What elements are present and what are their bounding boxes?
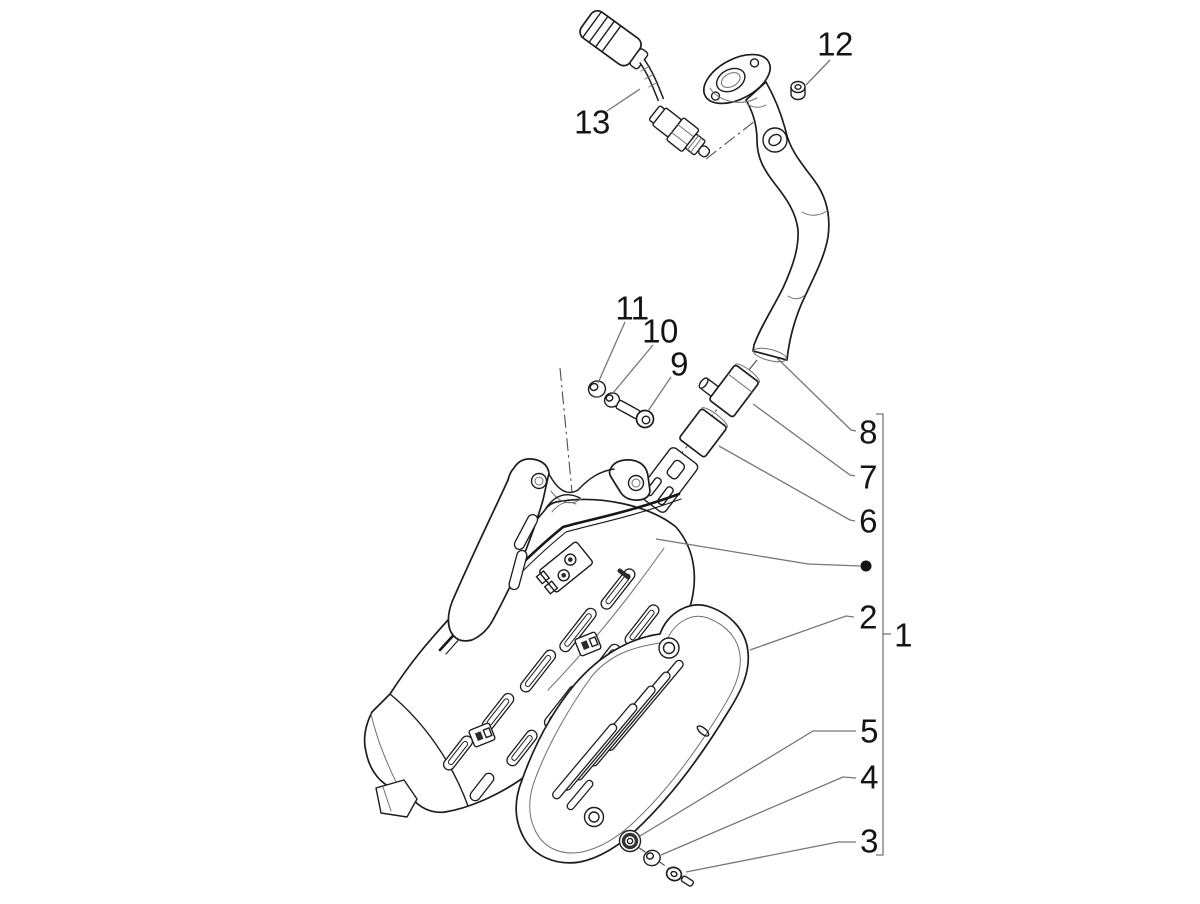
cover-top-screw-hole-inner — [662, 641, 676, 655]
body-contour-1 — [547, 547, 665, 691]
sensor-cable-bands — [640, 65, 659, 88]
leader-6 — [718, 445, 856, 522]
bushing-drawing-6 — [679, 407, 728, 458]
leader-lines — [597, 59, 891, 873]
callout-11: 11 — [615, 289, 649, 327]
cover-bottom-screw-hole — [583, 806, 605, 828]
body-vent-slot — [617, 568, 631, 580]
assembly-bullet-marker — [860, 560, 872, 572]
callout-7: 7 — [859, 458, 877, 496]
muffler-body-drawing — [363, 447, 699, 818]
fitting-drawing-7 — [698, 363, 760, 418]
callout-6: 6 — [859, 502, 877, 540]
cone-face-line — [370, 713, 399, 787]
screw-drawing-3 — [665, 866, 695, 887]
callout-12: 12 — [817, 25, 853, 63]
exhaust-pipe-drawing — [703, 53, 830, 363]
cover-inner-contour — [529, 615, 741, 854]
leader-2 — [749, 615, 855, 651]
centerline-sensor — [705, 113, 765, 160]
leader-9 — [647, 376, 672, 412]
flange-nut-drawing — [790, 80, 806, 101]
callout-8: 8 — [859, 413, 877, 451]
shield-clip-tab-lower — [468, 722, 496, 748]
sensor-body — [648, 105, 711, 158]
bracket-band — [548, 468, 615, 494]
leader-13 — [606, 88, 641, 112]
muffler-front-shield-arm — [447, 458, 550, 642]
washer-drawing-4 — [643, 849, 661, 867]
right-lug-eye-inner — [631, 478, 641, 488]
callout-1: 1 — [894, 616, 912, 654]
leader-11 — [597, 321, 626, 384]
leader-1-dot — [655, 538, 861, 567]
tailpipe-line — [382, 786, 392, 812]
shield-clip-tab-upper — [574, 631, 602, 657]
callout-13: 13 — [574, 103, 610, 141]
flange-thickness-line — [709, 87, 758, 103]
washer-drawing-10 — [603, 392, 621, 408]
inlet-dome-arc-inner — [551, 501, 577, 513]
cover-louver-slats — [552, 659, 684, 811]
leader-7 — [752, 403, 856, 477]
sensor-connector — [579, 9, 649, 70]
inlet-dome-arc — [545, 494, 581, 509]
pipe-flange — [703, 53, 771, 105]
leader-10 — [612, 344, 654, 394]
pipe-sensor-boss — [762, 127, 788, 153]
callout-4: 4 — [860, 758, 878, 796]
washer-drawing-11 — [587, 380, 607, 398]
callout-10: 10 — [642, 312, 678, 350]
pipe-crease-mid — [801, 210, 828, 216]
pipe-open-end — [752, 347, 788, 363]
right-lug-eye — [627, 474, 645, 492]
callout-5: 5 — [860, 712, 878, 750]
left-lug-eye — [530, 472, 548, 490]
leader-8 — [776, 357, 857, 432]
heat-shield-cover-drawing — [515, 604, 750, 864]
leader-3 — [685, 841, 856, 873]
cover-edge-notch — [696, 725, 710, 737]
cover-top-screw-hole — [658, 637, 680, 659]
callout-3: 3 — [860, 822, 878, 860]
oxygen-sensor-drawing — [579, 9, 711, 158]
spacer-drawing-5 — [618, 829, 642, 853]
pipe-crease-low — [787, 294, 806, 300]
pipe-sensor-port — [768, 133, 782, 147]
sensor-cable-core — [640, 59, 663, 101]
leader-4 — [660, 776, 857, 856]
callout-9: 9 — [670, 345, 688, 383]
centerline-bracket-bolt — [559, 367, 573, 493]
front-shield-slots — [508, 513, 539, 591]
tailpipe-tip — [375, 779, 418, 818]
callout-2: 2 — [859, 598, 877, 636]
cone-base-line — [389, 693, 469, 807]
body-sensor-plate — [535, 541, 593, 595]
left-lug-eye-inner — [534, 476, 544, 486]
pipe-crease-neck — [746, 103, 767, 108]
leader-12 — [805, 59, 831, 86]
cover-bottom-screw-hole-inner — [588, 811, 600, 823]
pipe-body — [745, 81, 830, 361]
leader-5 — [639, 730, 856, 837]
screw-drawing-9 — [615, 399, 655, 429]
